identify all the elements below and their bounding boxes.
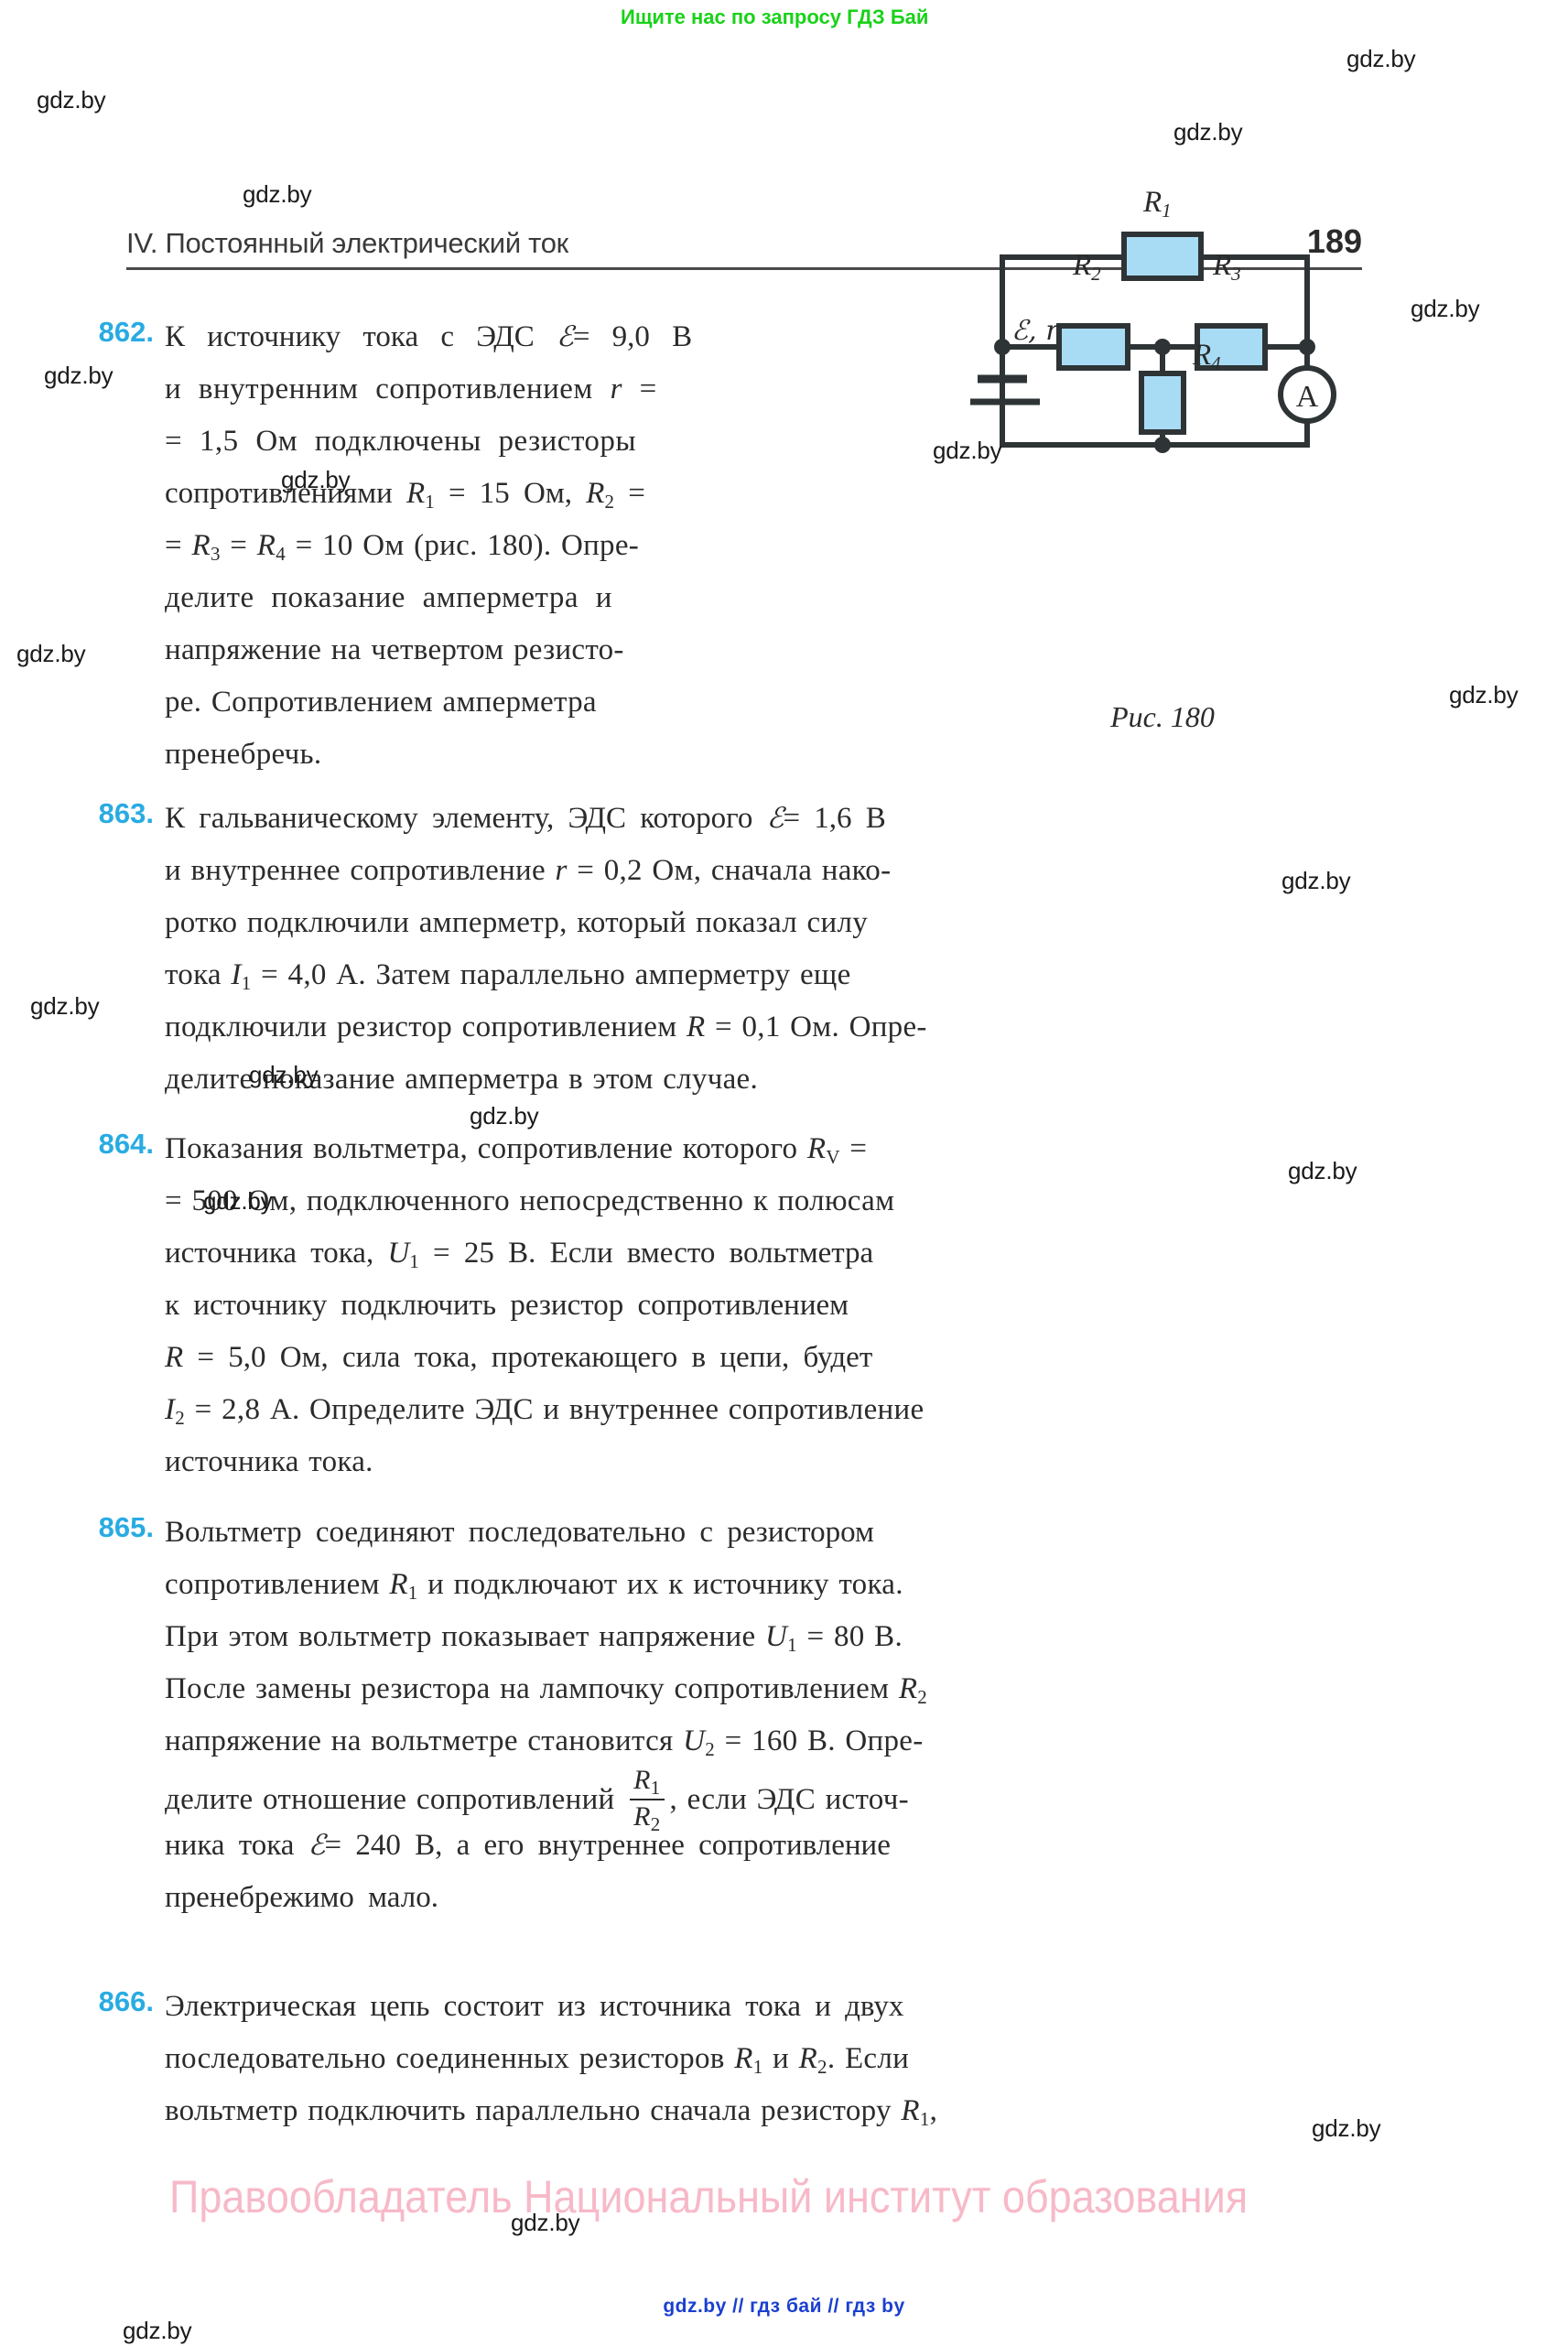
watermark-gdz: gdz.by	[933, 437, 1002, 464]
figure-caption: Рис. 180	[1110, 700, 1215, 733]
watermark-gdz: gdz.by	[281, 466, 351, 493]
resistor-r2	[1056, 323, 1130, 371]
circuit-svg: A	[965, 232, 1336, 453]
resistor-r1-label: R1	[1143, 186, 1172, 222]
header-ad-text: Ищите нас по запросу ГДЗ Бай	[621, 5, 929, 28]
resistor-r1	[1121, 232, 1204, 281]
watermark-gdz: gdz.by	[30, 992, 100, 1020]
emf-source-label: ℰ, r	[1011, 315, 1059, 347]
header-divider	[126, 267, 1362, 270]
problem-body: К гальваническому элементу, ЭДС которого…	[165, 802, 927, 1096]
problem-866: 866. Электрическая цепь состоит из источ…	[88, 1981, 1388, 2137]
watermark-gdz: gdz.by	[511, 2209, 580, 2236]
watermark-gdz: gdz.by	[1288, 1157, 1357, 1184]
problem-number: 865.	[98, 1511, 154, 1543]
ammeter-symbol	[1278, 365, 1336, 424]
problem-number: 862.	[98, 316, 154, 348]
problem-number: 864.	[98, 1128, 154, 1160]
watermark-gdz: gdz.by	[1173, 118, 1243, 146]
node-right	[1299, 339, 1315, 355]
running-head: IV. Постоянный электрический ток 189	[126, 222, 1362, 270]
chapter-title: IV. Постоянный электрический ток	[126, 227, 568, 259]
watermark-gdz: gdz.by	[16, 640, 86, 667]
problem-863: 863. К гальваническому элементу, ЭДС кот…	[88, 793, 1388, 1106]
resistor-r3	[1195, 323, 1268, 371]
ammeter-label: A	[1296, 380, 1319, 414]
watermark-gdz: gdz.by	[1281, 867, 1351, 894]
battery-symbol	[965, 374, 1040, 405]
page-number: 189	[1306, 222, 1362, 260]
problem-number: 863.	[98, 797, 154, 829]
watermark-gdz: gdz.by	[1346, 45, 1416, 72]
problem-body: Электрическая цепь состоит из источника …	[165, 1990, 938, 2130]
resistor-r2-label: R2	[1073, 249, 1101, 285]
node-center	[1154, 339, 1171, 355]
problem-864: 864. Показания вольтметра, сопротивление…	[88, 1123, 1388, 1488]
watermark-gdz: gdz.by	[44, 362, 114, 389]
watermark-gdz: gdz.by	[37, 86, 106, 114]
problem-body: Показания вольтметра, сопротивление кото…	[165, 1132, 925, 1478]
watermark-gdz: gdz.by	[1312, 2114, 1381, 2142]
watermark-gdz: gdz.by	[1411, 295, 1480, 322]
watermark-gdz: gdz.by	[1449, 681, 1519, 708]
problem-865: 865. Вольтметр соединяют последовательно…	[88, 1507, 1388, 1924]
problem-number: 866.	[98, 1985, 154, 2017]
circuit-diagram-figure: A	[965, 179, 1355, 481]
watermark-gdz: gdz.by	[470, 1102, 539, 1130]
page-footer: gdz.by // гдз бай // гдз by	[663, 2296, 905, 2317]
resistor-r4-label: R4	[1193, 339, 1221, 374]
watermark-gdz: gdz.by	[203, 1187, 273, 1215]
resistor-r4	[1139, 371, 1186, 435]
node-bottom	[1154, 437, 1171, 453]
node-left	[994, 339, 1011, 355]
watermark-gdz: gdz.by	[249, 1061, 319, 1088]
problem-body: К источнику тока с ЭДС ℰ= 9,0 В и внутре…	[165, 320, 693, 771]
resistor-r3-label: R3	[1213, 249, 1241, 285]
copyright-notice: Правообладатель Национальный институт об…	[169, 2170, 1249, 2223]
problem-862: 862. К источнику тока с ЭДС ℰ= 9,0 В и в…	[88, 311, 693, 781]
problem-body: Вольтметр соединяют последовательно с ре…	[165, 1516, 928, 1914]
watermark-gdz: gdz.by	[123, 2317, 192, 2344]
watermark-gdz: gdz.by	[243, 180, 312, 208]
